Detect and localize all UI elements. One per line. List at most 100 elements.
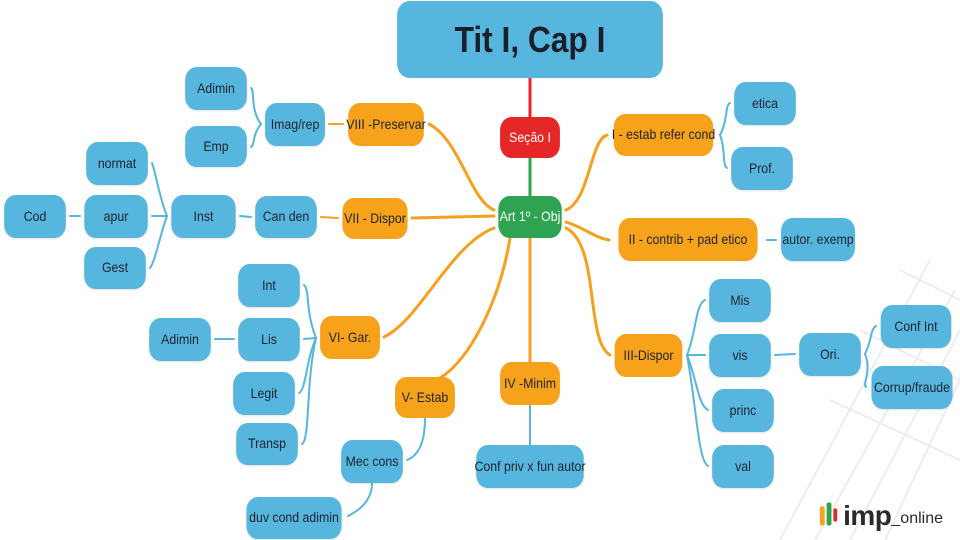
- node-prof: Prof.: [731, 147, 793, 190]
- link-inst-gest: [149, 215, 168, 269]
- node-princ: princ: [712, 389, 774, 432]
- node-label: V- Estab: [401, 388, 449, 405]
- node-label: vis: [732, 346, 748, 363]
- node-label: Ori.: [820, 345, 840, 362]
- node-label: IV -Minim: [503, 374, 557, 391]
- node-label: I - estab refer cond: [611, 126, 716, 143]
- node-lis: Lis: [238, 318, 300, 361]
- center-label: Art 1º - Obj: [499, 208, 561, 225]
- link-i-prof: [719, 134, 728, 169]
- node-viii-preservar: VIII -Preservar: [346, 103, 426, 146]
- node-conf-priv: Conf priv x fun autor: [474, 445, 586, 488]
- title-node: Tit I, Cap I: [397, 1, 663, 78]
- node-label: Imag/rep: [270, 115, 320, 132]
- link-imag-emp: [250, 123, 262, 148]
- node-label: Prof.: [748, 159, 776, 176]
- node-conf-int: Conf Int: [880, 305, 952, 348]
- node-emp: Emp: [185, 126, 247, 167]
- node-label: Mis: [730, 291, 750, 308]
- node-transp: Transp: [236, 423, 298, 465]
- node-label: Int: [262, 276, 276, 293]
- node-val: val: [712, 445, 774, 488]
- link-imag-adimin: [250, 87, 262, 125]
- logo-brand-text: imp: [843, 500, 892, 531]
- node-vii-dispor: VII - Dispor: [342, 198, 408, 239]
- node-iii-dispor: III-Dispor: [614, 334, 683, 377]
- node-label: Cod: [23, 207, 47, 224]
- node-legit: Legit: [233, 372, 295, 415]
- link-vi-transp: [301, 337, 317, 445]
- link-center-vi: [382, 226, 496, 339]
- node-label: val: [735, 457, 751, 474]
- link-iii-val: [686, 354, 709, 467]
- node-mis: Mis: [709, 279, 771, 322]
- node-v-estab: V- Estab: [395, 377, 455, 418]
- node-i-estab: I - estab refer cond: [611, 114, 716, 156]
- node-adimin-1: Adimin: [185, 67, 247, 110]
- link-center-iii: [564, 226, 612, 357]
- node-label: Transp: [248, 435, 286, 452]
- logo-mark-icon: [819, 502, 838, 526]
- link-center-i: [564, 133, 609, 212]
- node-etica: etica: [734, 82, 796, 125]
- node-label: Lis: [261, 330, 277, 347]
- node-label: Inst: [193, 207, 214, 224]
- node-label: Mec cons: [345, 452, 399, 469]
- node-label: Legit: [250, 384, 278, 401]
- section-label: Seção I: [509, 128, 551, 145]
- node-normat: normat: [86, 142, 148, 185]
- node-vi-gar: VI- Gar.: [320, 316, 380, 359]
- node-vis: vis: [709, 334, 771, 377]
- link-mec-duv: [347, 482, 373, 517]
- link-iii-princ: [686, 354, 709, 411]
- link-vi-int: [303, 284, 317, 339]
- node-label: Adimin: [197, 79, 235, 96]
- title-text: Tit I, Cap I: [454, 18, 606, 60]
- center-node: Art 1º - Obj: [498, 196, 562, 238]
- link-iii-mis: [686, 299, 706, 356]
- link-ori-corrup: [864, 353, 869, 388]
- node-label: Gest: [101, 259, 129, 276]
- node-duv-cond-adimin: duv cond adimin: [246, 497, 342, 539]
- node-label: princ: [729, 401, 757, 418]
- link-canden-inst: [239, 215, 252, 218]
- link-center-ii: [564, 220, 611, 242]
- link-center-v: [438, 236, 512, 380]
- node-inst: Inst: [171, 195, 236, 238]
- node-label: VI- Gar.: [328, 328, 372, 345]
- node-iv-minim: IV -Minim: [500, 362, 560, 405]
- node-int: Int: [238, 264, 300, 307]
- logo-suffix-text: _online: [891, 510, 943, 527]
- node-label: duv cond adimin: [249, 509, 339, 526]
- node-label: autor. exemp: [782, 230, 854, 247]
- node-label: Corrup/fraude: [873, 378, 951, 395]
- link-vis-ori: [774, 353, 796, 356]
- node-label: Can den: [262, 208, 310, 225]
- node-adimin-2: Adimin: [149, 318, 211, 361]
- node-label: normat: [97, 154, 137, 171]
- node-label: Emp: [203, 137, 229, 154]
- node-corrup-fraude: Corrup/fraude: [871, 366, 953, 409]
- node-label: Conf priv x fun autor: [474, 457, 586, 474]
- node-imag-rep: Imag/rep: [265, 103, 325, 146]
- node-label: VIII -Preservar: [346, 115, 426, 132]
- node-can-den: Can den: [255, 196, 317, 238]
- link-vii-canden: [320, 216, 339, 219]
- link-i-etica: [719, 102, 731, 136]
- node-cod: Cod: [4, 195, 66, 238]
- section-node: Seção I: [500, 117, 560, 158]
- link-v-mec: [406, 417, 426, 461]
- node-label: etica: [751, 94, 779, 111]
- node-label: III-Dispor: [623, 346, 674, 363]
- node-autor-exemp: autor. exemp: [781, 218, 855, 261]
- node-label: apur: [103, 207, 129, 224]
- node-label: Conf Int: [894, 317, 938, 334]
- node-ori: Ori.: [799, 333, 861, 376]
- link-center-viii: [427, 122, 496, 212]
- link-center-vii: [410, 214, 496, 220]
- brand-logo: imp _online: [818, 490, 943, 530]
- link-ori-confint: [864, 325, 877, 355]
- node-label: VII - Dispor: [344, 209, 406, 226]
- node-apur: apur: [84, 195, 148, 238]
